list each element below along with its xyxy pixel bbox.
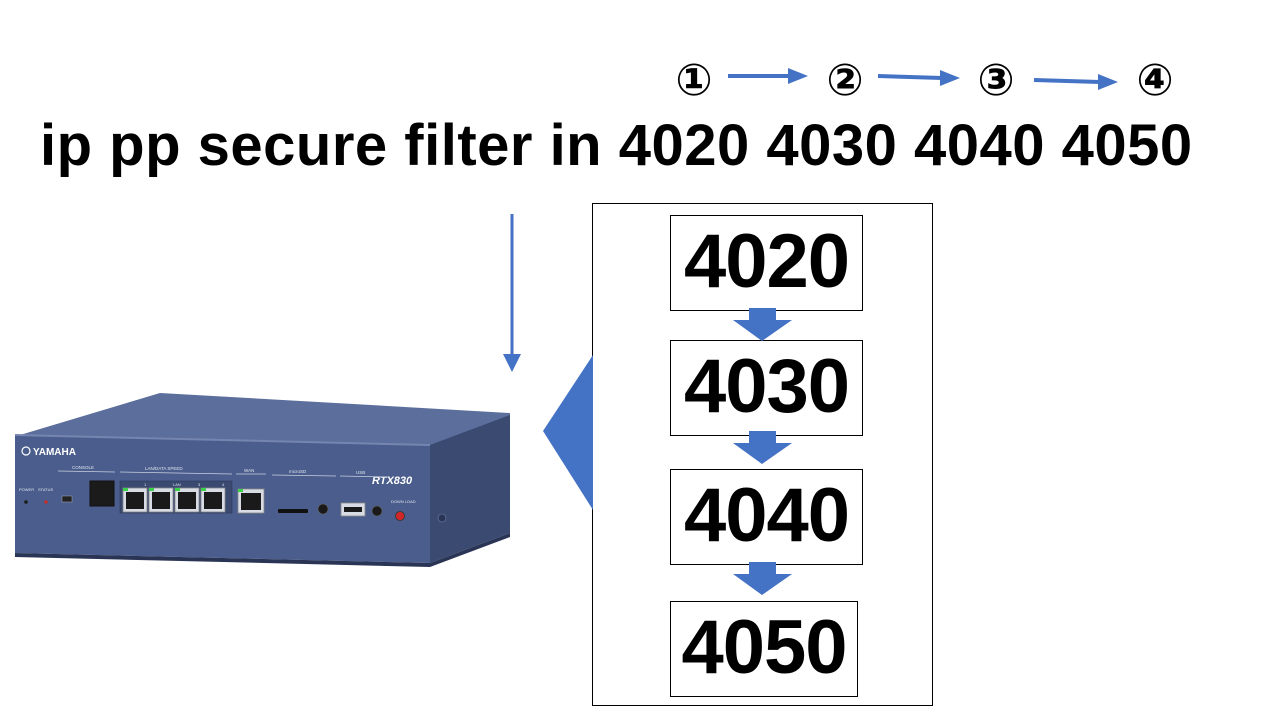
status-label: STATUS: [38, 487, 54, 492]
command-down-arrow: [503, 214, 521, 372]
filter-box-1: 4020: [670, 215, 863, 311]
step-2-label: ②: [820, 56, 870, 106]
step-arrow-2-3: [878, 70, 960, 86]
step-arrow-1-2: [728, 68, 808, 84]
step-1-label: ①: [669, 56, 719, 106]
console-label: CONSOLE: [72, 465, 94, 470]
microsd-button: [318, 504, 328, 514]
usb-label: USB: [356, 470, 365, 475]
wan-label: WAN: [244, 468, 254, 473]
step-4-label: ④: [1130, 56, 1180, 106]
microsd-label: microSD: [289, 469, 307, 474]
microsd-slot: [278, 509, 308, 513]
status-led: [44, 500, 48, 504]
filter-box-2: 4030: [670, 340, 863, 436]
router-device-image: YAMAHA RTX830 CONSOLE LAN/DATA SPEED WAN…: [10, 385, 530, 585]
download-label: DOWN LOAD: [391, 499, 416, 504]
power-label: POWER: [19, 487, 34, 492]
lan-header-label: LAN/DATA SPEED: [145, 466, 183, 471]
step-arrow-3-4: [1034, 74, 1118, 90]
power-led: [24, 500, 28, 504]
filter-box-4: 4050: [670, 601, 858, 697]
step-3-label: ③: [971, 56, 1021, 106]
download-button: [396, 512, 405, 521]
usb-button: [372, 506, 382, 516]
console-port: [90, 481, 114, 506]
mini-usb-port: [62, 496, 72, 502]
router-brand: YAMAHA: [33, 447, 76, 458]
wan-port: [238, 489, 264, 513]
lan-label: LAN: [173, 482, 181, 487]
callout-pointer: [543, 355, 593, 510]
filter-box-3: 4040: [670, 469, 863, 565]
command-text: ip pp secure filter in 4020 4030 4040 40…: [40, 112, 1193, 179]
